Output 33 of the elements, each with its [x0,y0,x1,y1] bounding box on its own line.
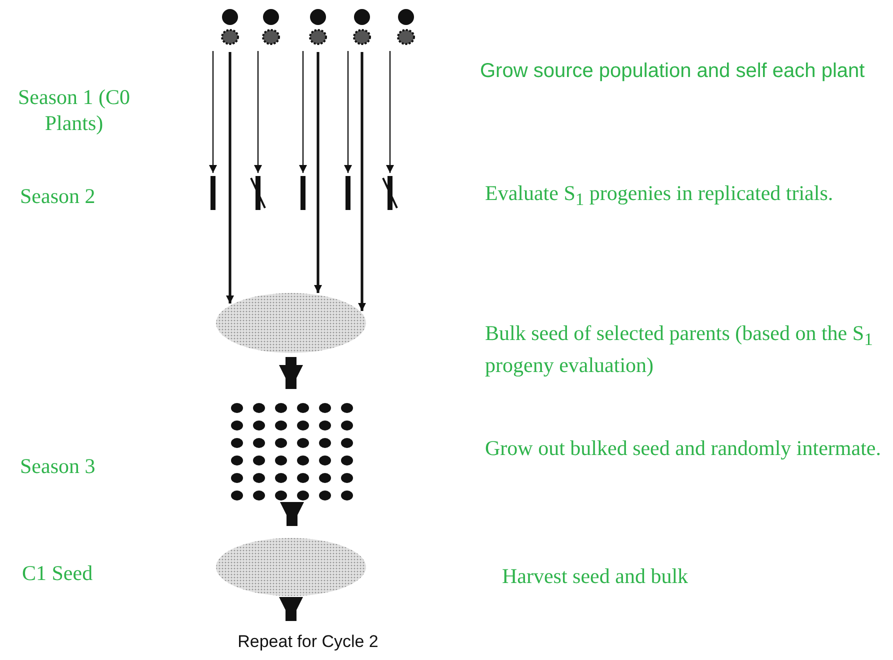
arrow [299,51,307,173]
arrow [254,51,262,173]
bulk-seed-ellipse [215,292,367,354]
selected-progeny-bar [208,174,218,212]
step-description: Bulk seed of selected parents (based on the S$_{1}$ progeny evaluation) [485,320,874,378]
arrow [386,51,394,173]
arrow [314,52,322,294]
plant-icon [308,8,328,48]
plant-icon [220,8,240,48]
selected-progeny-bar [343,174,353,212]
plant-icon [352,8,372,48]
stage-label: Season 2 [20,183,96,209]
discarded-progeny-mark [380,174,400,212]
stage-label: Season 1 (C0 Plants) [17,84,131,136]
stage-label: C1 Seed [22,560,94,586]
step-description: Evaluate S$_{1}$ progenies in replicated trials. [485,180,834,212]
selected-progeny-bar [298,174,308,212]
arrow [209,51,217,173]
step-description: Harvest seed and bulk [502,563,690,589]
discarded-progeny-mark [248,174,268,212]
arrow [358,52,366,311]
block-arrow [279,357,303,389]
arrow [344,51,352,173]
arrow [226,52,234,304]
stage-label: Season 3 [20,453,96,479]
plant-icon [396,8,416,48]
step-description: Grow out bulked seed and randomly intermate. [485,435,882,461]
step-description: Grow source population and self each plant [480,59,866,84]
block-arrow [279,597,303,621]
bulk-seed-ellipse [215,537,367,597]
cycle-note: Repeat for Cycle 2 [218,632,398,658]
block-arrow [280,502,304,526]
plant-icon [261,8,281,48]
